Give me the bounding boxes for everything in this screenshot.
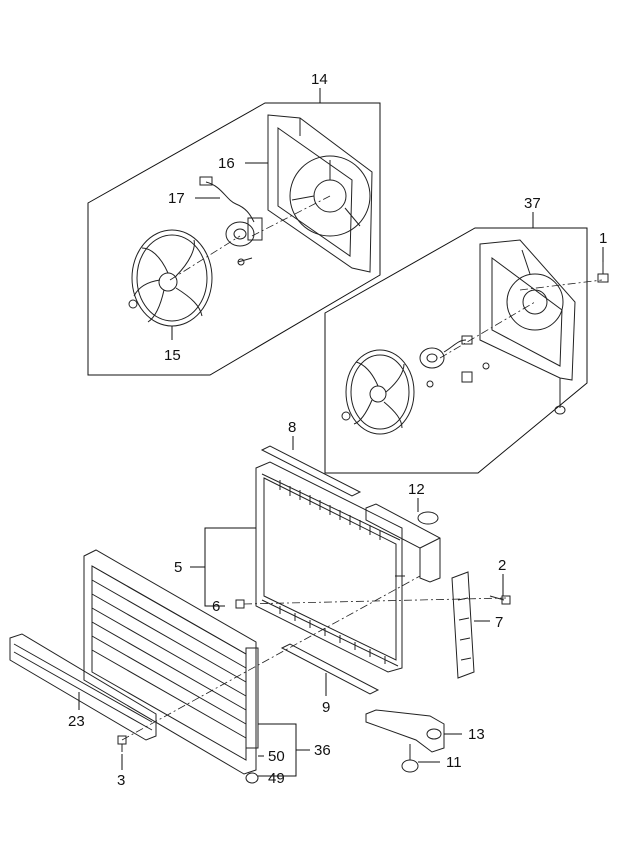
fan-shroud-37 (479, 239, 576, 415)
upper-bracket-12 (365, 503, 441, 583)
leader-lines (78, 88, 604, 777)
label-3: 3 (117, 772, 125, 789)
label-12: 12 (408, 481, 425, 498)
label-36: 36 (314, 742, 331, 759)
fan-blade-15 (128, 229, 213, 327)
air-guard-7 (451, 571, 475, 679)
part-labels: 14 16 17 15 37 1 8 12 5 6 2 7 9 23 13 3 … (68, 71, 607, 789)
radiator (255, 461, 405, 673)
label-8: 8 (288, 419, 296, 436)
fan-motor-37 (419, 335, 490, 388)
label-2: 2 (498, 557, 506, 574)
fan-blade-37 (341, 349, 415, 435)
label-37: 37 (524, 195, 541, 212)
label-50: 50 (268, 748, 285, 765)
oil-cooler-23 (9, 633, 157, 741)
fan-motor-17 (199, 176, 263, 266)
lower-bracket-13 (365, 709, 445, 753)
bolt-2 (489, 595, 511, 605)
fan-assembly-37 (324, 227, 609, 474)
label-16: 16 (218, 155, 235, 172)
bolt-3 (117, 735, 127, 752)
label-17: 17 (168, 190, 185, 207)
label-11: 11 (446, 754, 462, 771)
insulator-11 (401, 744, 419, 773)
label-1: 1 (599, 230, 607, 247)
fan-assembly-14 (87, 102, 381, 376)
receiver-drier-36 (245, 647, 259, 784)
label-23: 23 (68, 713, 85, 730)
lower-seal-9 (280, 643, 380, 695)
upper-seal-8 (260, 445, 362, 497)
bolt-1 (597, 262, 609, 283)
fan-shroud-16 (267, 114, 373, 273)
label-9: 9 (322, 699, 330, 716)
label-5: 5 (174, 559, 182, 576)
label-49: 49 (268, 770, 285, 787)
condenser (83, 549, 257, 775)
drain-cock-6 (235, 599, 245, 609)
label-15: 15 (164, 347, 181, 364)
label-6: 6 (212, 598, 220, 615)
label-14: 14 (311, 71, 328, 88)
label-7: 7 (495, 614, 503, 631)
label-13: 13 (468, 726, 485, 743)
